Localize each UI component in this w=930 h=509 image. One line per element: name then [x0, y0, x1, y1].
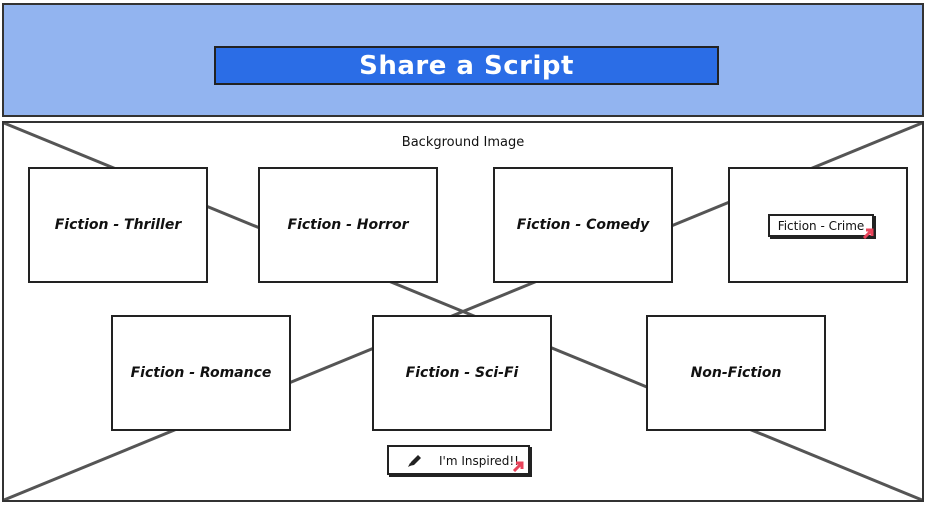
category-card-romance[interactable]: Fiction - Romance	[111, 315, 291, 431]
category-card-crime: Fiction - Crime	[728, 167, 908, 283]
category-card-nonfiction[interactable]: Non-Fiction	[646, 315, 826, 431]
category-button-crime[interactable]: Fiction - Crime	[768, 214, 874, 239]
category-label: Fiction - Horror	[287, 217, 409, 233]
background-image-label: Background Image	[401, 135, 525, 150]
category-label: Fiction - Romance	[130, 365, 272, 381]
category-card-comedy[interactable]: Fiction - Comedy	[493, 167, 673, 283]
link-cursor-icon	[512, 461, 524, 472]
inspired-button[interactable]: I'm Inspired!!	[387, 445, 530, 475]
pencil-icon	[408, 455, 421, 467]
category-label: Fiction - Crime	[777, 218, 865, 233]
page-title: Share a Script	[214, 46, 719, 85]
link-cursor-icon	[862, 228, 874, 239]
category-label: Non-Fiction	[690, 365, 782, 381]
category-card-horror[interactable]: Fiction - Horror	[258, 167, 438, 283]
header-banner: Share a Script	[2, 3, 924, 117]
category-label: Fiction - Thriller	[54, 217, 182, 233]
inspired-button-label: I'm Inspired!!	[439, 454, 519, 468]
category-label: Fiction - Comedy	[516, 217, 650, 233]
category-card-scifi[interactable]: Fiction - Sci-Fi	[372, 315, 552, 431]
category-label: Fiction - Sci-Fi	[405, 365, 519, 381]
category-card-thriller[interactable]: Fiction - Thriller	[28, 167, 208, 283]
